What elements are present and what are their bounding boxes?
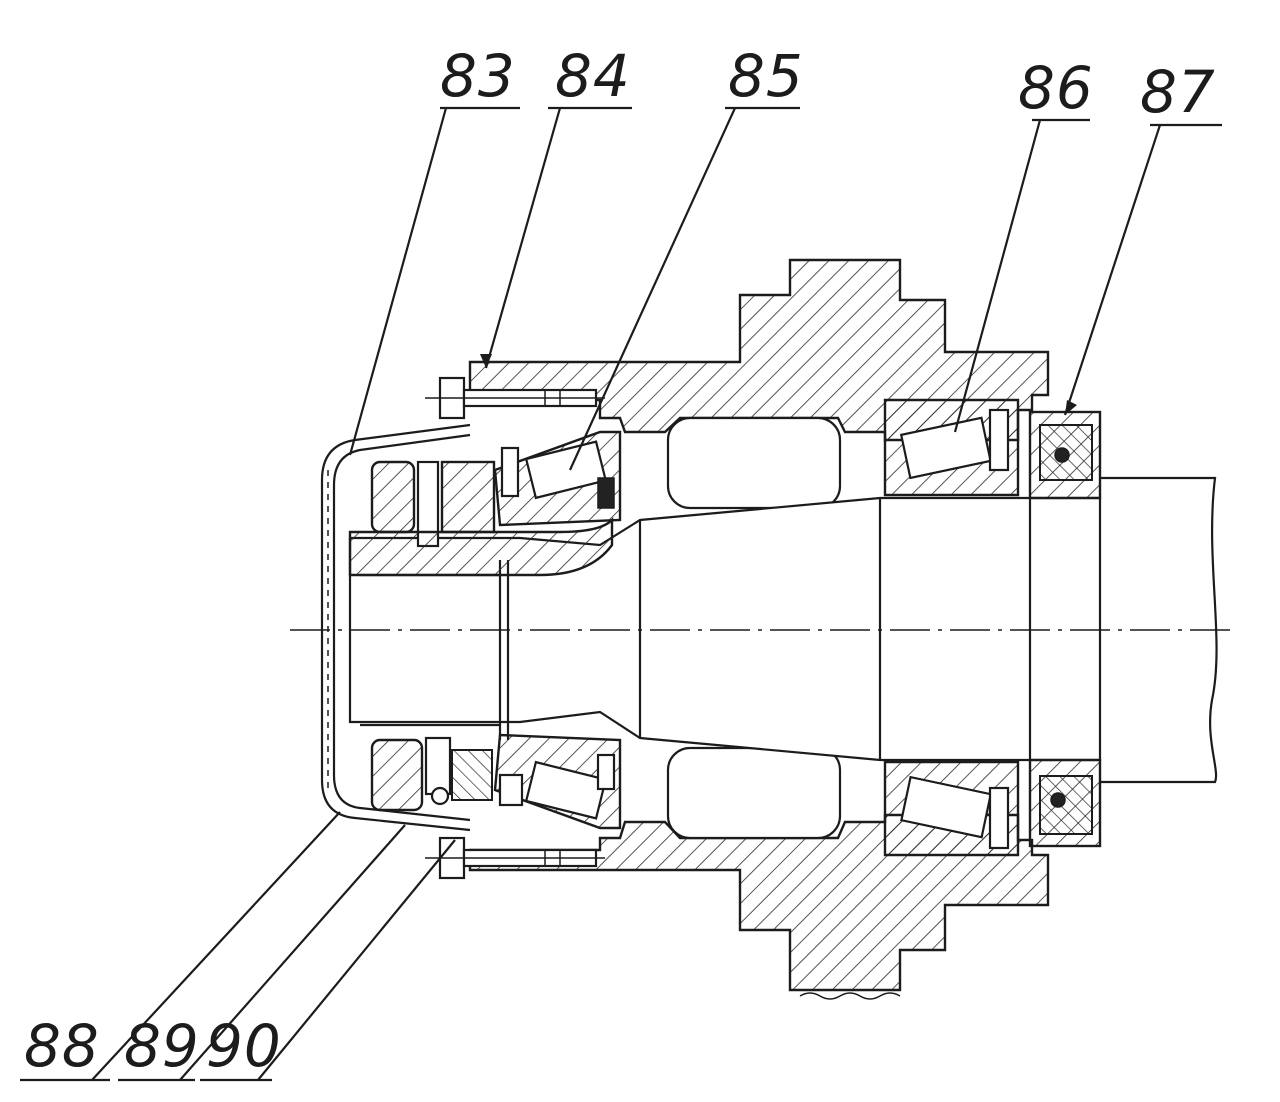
axle-nut-lower [370,738,424,812]
lock-washer-lower [424,736,452,796]
axle-nut-upper [370,460,416,534]
housing-cavity-lower [666,746,842,840]
seal-spring-lower [1050,792,1066,808]
callout-84: 84 [555,42,631,110]
callout-86: 86 [1018,54,1094,122]
retainer-upper [348,517,614,577]
spacer-ring-lower [451,749,493,801]
seal-element-upper [1039,424,1093,481]
lock-pin-lower [430,786,450,806]
inner-bearing-roller-upper [524,440,608,500]
leader-lines [20,106,1222,1082]
outer-bearing-roller-lower [900,775,993,839]
seal-spring-upper [1054,447,1070,463]
end-cover [320,423,471,832]
callout-87: 87 [1140,58,1216,126]
spacer-ring-upper [440,460,496,534]
seal-element-lower [1039,775,1093,835]
callout-88: 88 [24,1012,100,1080]
callout-90: 90 [206,1012,282,1080]
housing-cavity-upper [666,416,842,510]
callout-83: 83 [440,42,516,110]
callout-85: 85 [728,42,804,110]
inner-bearing-roller-lower [524,760,608,820]
outer-bearing-roller-upper [899,416,992,480]
callout-89: 89 [124,1012,200,1080]
